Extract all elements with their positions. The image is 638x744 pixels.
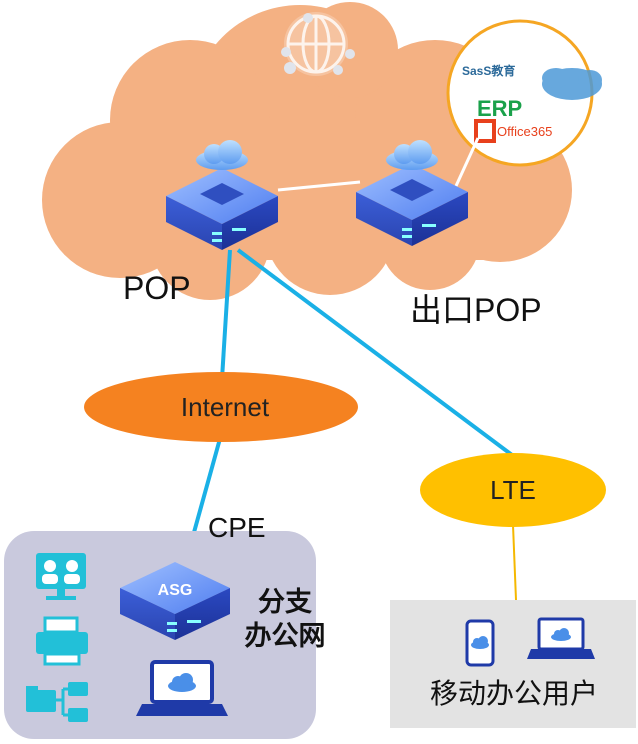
- video-conference-icon: [36, 553, 86, 600]
- saas-edu-label: SasS教育: [462, 64, 516, 78]
- erp-label: ERP: [477, 96, 523, 121]
- laptop-cloud-icon: [136, 660, 228, 716]
- branch-label-line2: 办公网: [244, 621, 326, 651]
- cloud-icon: [386, 140, 438, 170]
- cloud-icon: [196, 140, 248, 170]
- office365-icon: [474, 119, 496, 143]
- asg-label: ASG: [157, 582, 193, 599]
- lte-label: LTE: [490, 475, 536, 505]
- exit-pop-label: 出口POP: [410, 292, 542, 328]
- lte-to-mobile-link: [512, 524, 517, 601]
- phone-cloud-icon: [465, 619, 495, 667]
- mobile-users-box: [390, 600, 636, 728]
- branch-label-line1: 分支: [258, 587, 312, 617]
- internet-ellipse: [84, 372, 358, 442]
- pop-server-icon: [166, 140, 278, 250]
- office365-label: Office365: [497, 124, 553, 139]
- salesforce-icon: [542, 68, 602, 100]
- globe-icon: [281, 12, 355, 76]
- laptop-cloud-icon: [527, 617, 595, 659]
- folder-tree-icon: [26, 682, 88, 722]
- internet-label: Internet: [180, 392, 270, 422]
- pop-to-lte-link: [236, 248, 518, 460]
- mobile-users-label: 移动办公用户: [429, 678, 598, 709]
- exit-pop-server-icon: [356, 140, 468, 246]
- pop-label: POP: [123, 270, 191, 306]
- cpe-label: CPE: [208, 512, 266, 543]
- branch-office-label: 分支 办公网: [230, 585, 340, 653]
- exit-to-saas-link: [454, 137, 480, 187]
- lte-ellipse: [420, 453, 606, 527]
- asg-server-icon: [120, 562, 230, 640]
- saas-apps-circle: [446, 19, 602, 167]
- pop-to-internet-link: [219, 249, 232, 396]
- printer-icon: [36, 616, 88, 666]
- pop-to-exit-link: [277, 180, 361, 192]
